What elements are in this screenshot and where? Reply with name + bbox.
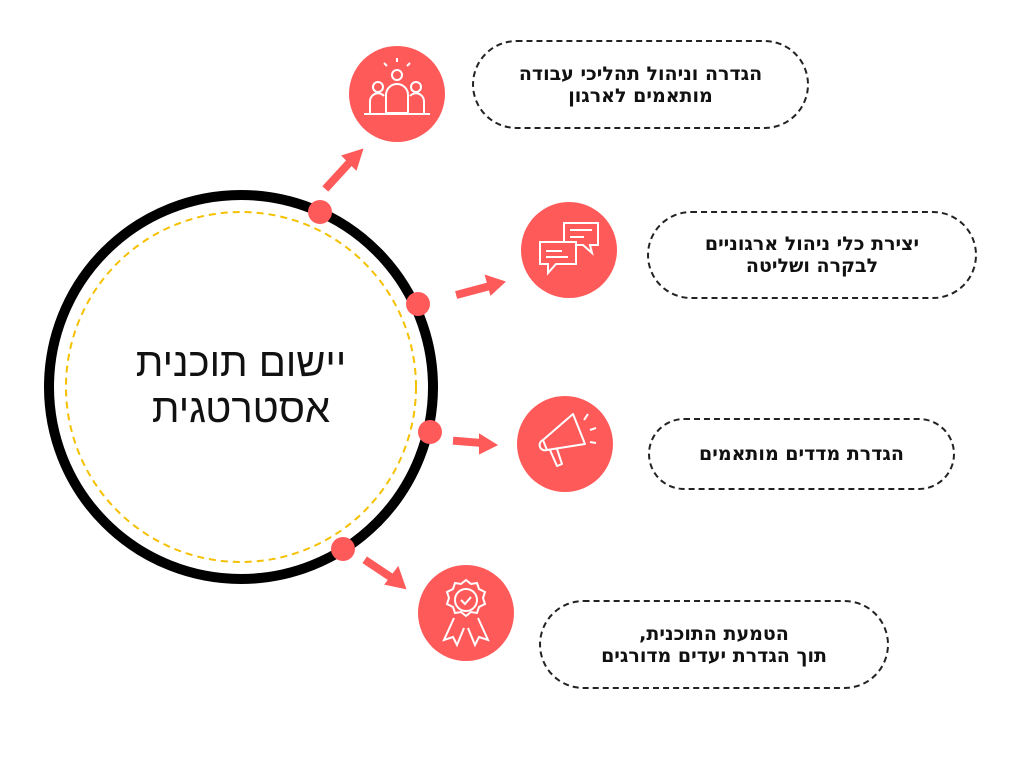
- center-title-line1: יישום תוכנית: [135, 341, 347, 385]
- arrow: [452, 433, 499, 455]
- step-box-3: הגדרת מדדים מותאמים: [648, 418, 955, 490]
- inner-dashed-ring: [65, 211, 417, 563]
- step-text: הגדרת מדדים מותאמים: [699, 443, 904, 465]
- connector-dot: [331, 537, 355, 561]
- megaphone-icon: [517, 396, 613, 492]
- step-box-4: הטמעת התוכנית,תוך הגדרת יעדים מדורגים: [539, 600, 889, 689]
- connector-dot: [308, 200, 332, 224]
- team-icon: [349, 46, 445, 142]
- step-text: מותאמים לארגון: [568, 84, 713, 107]
- arrow: [362, 556, 407, 590]
- step-text: לבקרה ושליטה: [745, 255, 879, 277]
- connector-dot: [418, 420, 442, 444]
- arrow: [455, 274, 506, 299]
- step-text: הגדרה וניהול תהליכי עבודה: [518, 62, 763, 85]
- outer-ring: [44, 190, 438, 584]
- step-text: תוך הגדרת יעדים מדורגים: [601, 644, 827, 667]
- connector-dot: [406, 292, 430, 316]
- chat-bubbles-icon: [521, 202, 617, 298]
- center-title-line2: אסטרטגית: [151, 387, 331, 431]
- arrow: [322, 148, 364, 192]
- step-text: יצירת כלי ניהול ארגוניים: [704, 233, 920, 255]
- step-text: הטמעת התוכנית,: [639, 622, 789, 645]
- award-badge-icon: [418, 565, 514, 661]
- center-title: יישום תוכנית אסטרטגית: [66, 340, 416, 432]
